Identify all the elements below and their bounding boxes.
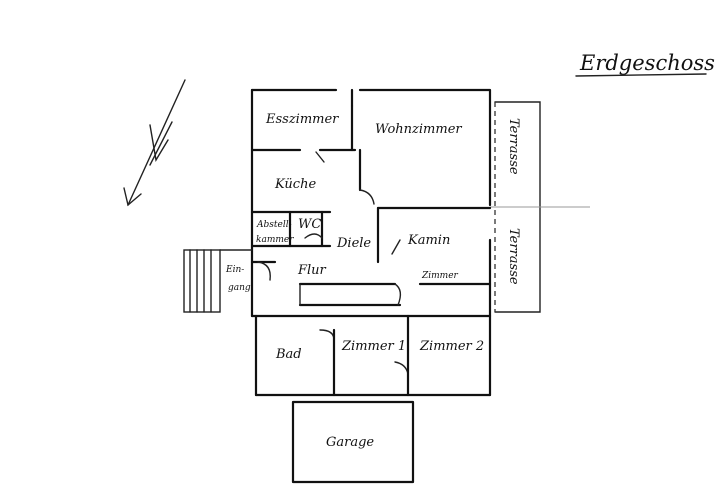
- door-diele: [359, 189, 375, 205]
- interior-walls: [250, 104, 492, 307]
- label-abstellkammer-2: kammer: [256, 235, 294, 245]
- label-esszimmer: Esszimmer: [265, 112, 339, 127]
- garage-outline: [291, 400, 415, 484]
- label-terrasse-bottom: Terrasse: [506, 228, 521, 285]
- label-garage: Garage: [326, 435, 374, 450]
- label-kaminzimmer-2: Zimmer: [421, 271, 459, 281]
- label-zimmer2: Zimmer 2: [419, 339, 484, 354]
- door-flur: [394, 283, 402, 306]
- entrance-stairs: [183, 249, 253, 313]
- label-kueche: Küche: [274, 177, 316, 192]
- door-kueche: [315, 151, 325, 163]
- house-outline: [250, 88, 492, 318]
- label-flur: Flur: [297, 263, 327, 278]
- label-kaminzimmer-1: Kamin: [407, 233, 450, 248]
- label-abstellkammer-1: Abstell-: [256, 220, 292, 230]
- terrace-outline: [490, 101, 590, 313]
- label-zimmer1: Zimmer 1: [341, 339, 406, 354]
- label-eingang-1: Ein-: [225, 265, 244, 275]
- title-underline: [575, 73, 707, 77]
- room-labels: Esszimmer Wohnzimmer Terrasse Terrasse K…: [225, 112, 521, 450]
- door-bad: [319, 329, 335, 341]
- label-terrasse-top: Terrasse: [506, 118, 521, 175]
- label-wohnzimmer: Wohnzimmer: [375, 122, 462, 137]
- lower-rooms: [254, 314, 492, 397]
- label-diele: Diele: [336, 236, 371, 251]
- door-wc: [304, 233, 323, 239]
- north-arrow-icon: [123, 79, 186, 207]
- label-wc: WC: [298, 217, 321, 232]
- door-zimmer1: [394, 361, 409, 375]
- door-eingang: [257, 261, 271, 281]
- label-eingang-2: gang: [228, 283, 251, 293]
- plan-title: Erdgeschoss: [575, 51, 715, 77]
- label-bad: Bad: [275, 347, 302, 362]
- plan-title-text: Erdgeschoss: [579, 51, 715, 75]
